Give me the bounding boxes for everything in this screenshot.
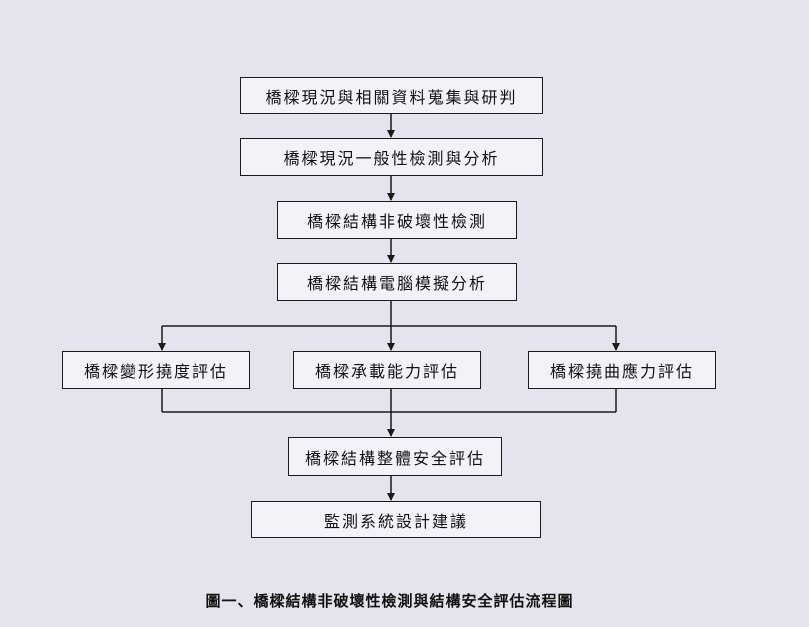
step-computer-simulation: 橋樑結構電腦模擬分析 xyxy=(277,263,517,301)
branch-deflection-evaluation: 橋樑變形撓度評估 xyxy=(62,351,250,389)
step-general-inspection: 橋樑現況一般性檢測與分析 xyxy=(240,138,543,176)
step-overall-safety-evaluation: 橋樑結構整體安全評估 xyxy=(288,437,502,476)
branch-flexural-stress-evaluation: 橋樑撓曲應力評估 xyxy=(528,351,716,389)
step-data-collection: 橋樑現況與相關資料蒐集與研判 xyxy=(240,77,543,114)
figure-caption: 圖一、橋樑結構非破壞性檢測與結構安全評估流程圖 xyxy=(205,592,574,610)
step-ndt-inspection: 橋樑結構非破壞性檢測 xyxy=(277,201,517,239)
step-monitoring-recommendation: 監測系統設計建議 xyxy=(251,501,541,538)
branch-load-capacity-evaluation: 橋樑承載能力評估 xyxy=(293,351,481,389)
